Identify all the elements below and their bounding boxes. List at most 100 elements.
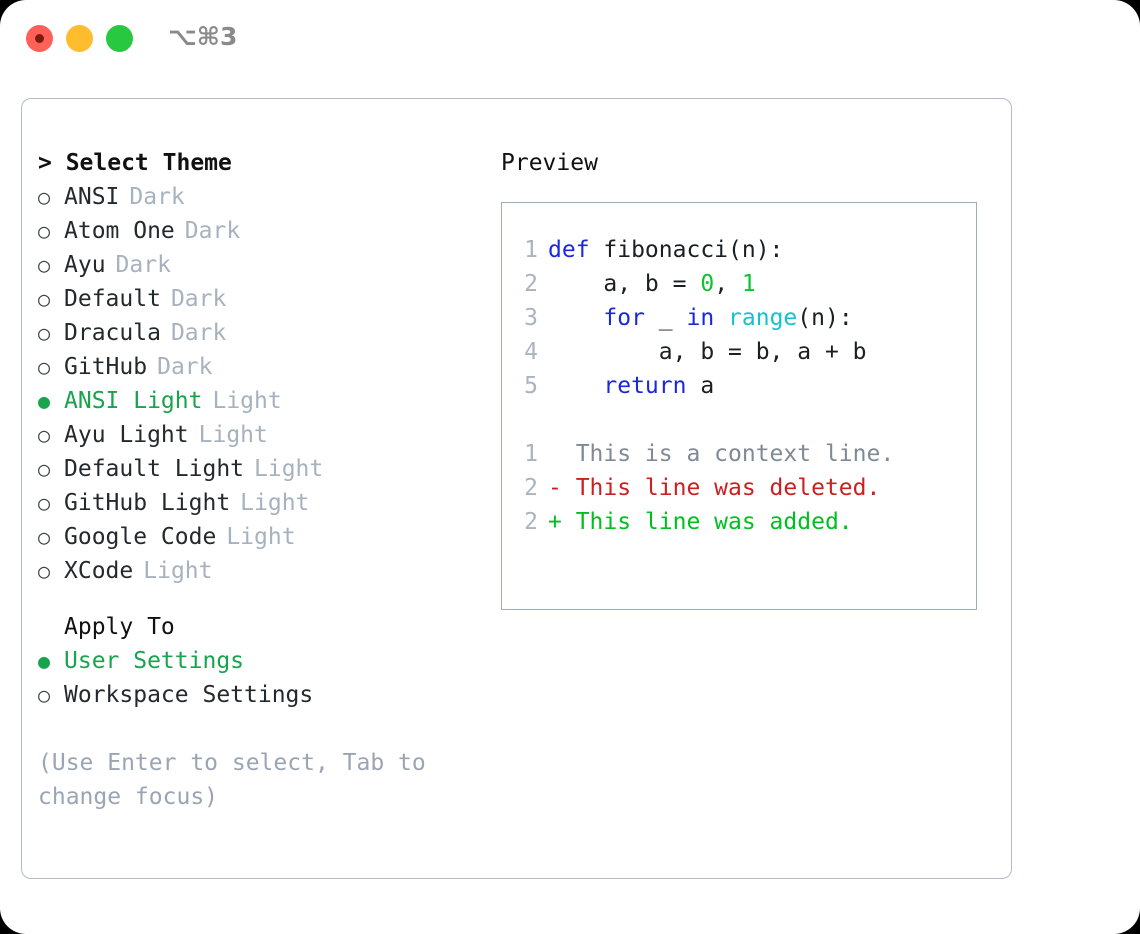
code-token <box>548 305 603 331</box>
radio-unselected-icon: ○ <box>38 559 51 583</box>
radio-unselected-icon: ○ <box>38 185 51 209</box>
theme-kind-label: Light <box>143 558 213 584</box>
diff-line-add: 2 + This line was added. <box>502 505 976 539</box>
theme-kind-label: Dark <box>170 320 227 346</box>
code-line: 3 for _ in range(n): <box>502 301 976 335</box>
code-token: def <box>548 237 590 263</box>
theme-kind-label: Light <box>212 388 282 414</box>
radio-unselected-icon: ○ <box>38 457 51 481</box>
list-spacer <box>38 588 478 610</box>
theme-name-label: Dracula <box>64 320 161 346</box>
theme-name-label: GitHub <box>64 354 148 380</box>
traffic-lights <box>26 25 133 52</box>
theme-kind-label: Dark <box>157 354 213 380</box>
code-line-text: return a <box>548 369 714 403</box>
close-button-icon[interactable] <box>26 25 53 52</box>
radio-unselected-icon: ○ <box>38 683 51 707</box>
code-line-text: a, b = 0, 1 <box>548 267 756 301</box>
theme-kind-label: Dark <box>170 286 227 312</box>
theme-name-label: Atom One <box>64 218 175 244</box>
theme-kind-label: Light <box>254 456 324 482</box>
code-line-text: def fibonacci(n): <box>548 233 783 267</box>
theme-name-label: Default Light <box>64 456 245 482</box>
radio-selected-icon: ● <box>38 389 51 413</box>
theme-list-item[interactable]: ● ANSI Light Light <box>38 384 478 418</box>
theme-kind-label: Light <box>198 422 268 448</box>
hint-spacer <box>38 712 478 746</box>
theme-list-item[interactable]: ○ Atom One Dark <box>38 214 478 248</box>
apply-to-options: ● User Settings ○ Workspace Settings <box>38 644 478 712</box>
zoom-button-icon[interactable] <box>106 25 133 52</box>
diff-line-number: 1 <box>524 441 538 467</box>
theme-list-item[interactable]: ○ Google Code Light <box>38 520 478 554</box>
diff-line-text: This is a context line. <box>548 441 895 467</box>
theme-name-label: ANSI Light <box>64 388 203 414</box>
radio-unselected-icon: ○ <box>38 355 51 379</box>
code-token: return <box>603 373 687 399</box>
code-line-number: 5 <box>524 373 538 399</box>
code-line: 2 a, b = 0, 1 <box>502 267 976 301</box>
minimize-button-icon[interactable] <box>66 25 93 52</box>
code-line-text: a, b = b, a + b <box>548 335 867 369</box>
title-bar: ⌥⌘3 <box>0 0 1140 76</box>
theme-name-label: ANSI <box>64 184 120 210</box>
radio-selected-icon: ● <box>38 649 51 673</box>
code-token <box>548 373 603 399</box>
apply-to-option-label: User Settings <box>64 648 245 674</box>
code-line-number: 2 <box>524 271 538 297</box>
apply-to-option[interactable]: ● User Settings <box>38 644 478 678</box>
theme-name-label: Default <box>64 286 161 312</box>
code-line: 4 a, b = b, a + b <box>502 335 976 369</box>
code-token: , <box>714 271 742 297</box>
preview-title: Preview <box>501 150 598 176</box>
code-token: in <box>686 305 715 331</box>
apply-to-option[interactable]: ○ Workspace Settings <box>38 678 478 712</box>
code-line-number: 3 <box>524 305 538 331</box>
code-token: for <box>603 305 645 331</box>
code-token <box>714 305 728 331</box>
apply-to-title: Apply To <box>64 614 175 640</box>
code-token: 1 <box>741 271 756 297</box>
apply-to-option-label: Workspace Settings <box>64 682 314 708</box>
radio-unselected-icon: ○ <box>38 287 51 311</box>
theme-kind-label: Dark <box>129 184 185 210</box>
keyboard-hint-text: (Use Enter to select, Tab to change focu… <box>38 750 440 810</box>
theme-kind-label: Dark <box>115 252 171 278</box>
diff-line-del: 2 - This line was deleted. <box>502 471 976 505</box>
theme-name-label: Ayu Light <box>64 422 189 448</box>
code-token: 0 <box>700 271 715 297</box>
code-diff-gap <box>502 403 976 437</box>
radio-unselected-icon: ○ <box>38 219 51 243</box>
diff-line-ctx: 1 This is a context line. <box>502 437 976 471</box>
code-token: a, b = <box>548 271 701 297</box>
diff-line-number: 2 <box>524 475 538 501</box>
code-line-number: 4 <box>524 339 538 365</box>
theme-kind-label: Light <box>240 490 310 516</box>
diff-line-number: 2 <box>524 509 538 535</box>
diff-line-text: + This line was added. <box>548 509 853 535</box>
code-line-text: for _ in range(n): <box>548 301 852 335</box>
theme-list-item[interactable]: ○ Default Light Light <box>38 452 478 486</box>
theme-list-item[interactable]: ○ ANSI Dark <box>38 180 478 214</box>
theme-kind-label: Dark <box>184 218 241 244</box>
theme-list-item[interactable]: ○ Default Dark <box>38 282 478 316</box>
theme-name-label: Google Code <box>64 524 217 550</box>
theme-kind-label: Light <box>226 524 296 550</box>
diff-line-text: - This line was deleted. <box>548 475 881 501</box>
radio-unselected-icon: ○ <box>38 525 51 549</box>
code-token: a, b = b, a + b <box>548 339 867 365</box>
theme-list-item[interactable]: ○ GitHub Dark <box>38 350 478 384</box>
radio-unselected-icon: ○ <box>38 491 51 515</box>
